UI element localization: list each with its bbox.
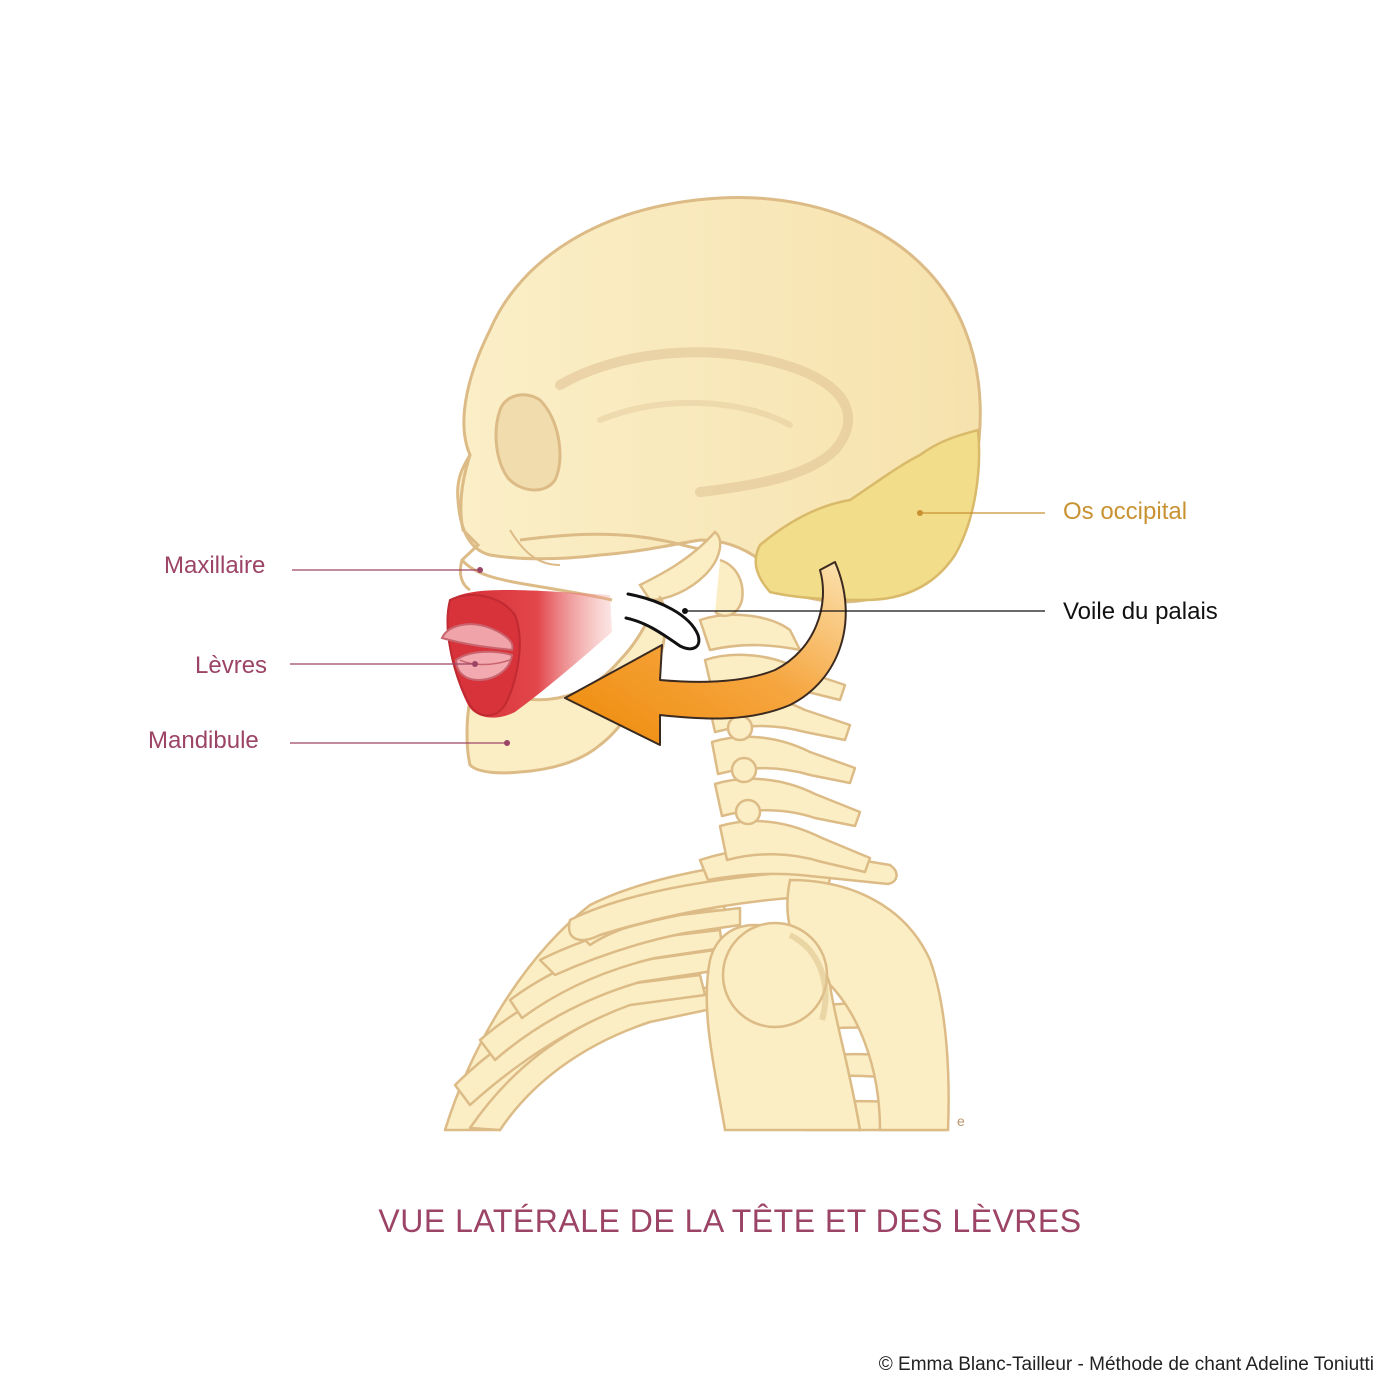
lips: [440, 590, 612, 718]
figure-caption: VUE LATÉRALE DE LA TÊTE ET DES LÈVRES: [378, 1203, 1082, 1239]
copyright-credit: © Emma Blanc-Tailleur - Méthode de chant…: [878, 1354, 1374, 1375]
leader-lines: [290, 510, 1045, 746]
movement-arrow: [564, 561, 847, 746]
label-maxillaire: Maxillaire: [164, 552, 266, 579]
humerus: [705, 921, 862, 1132]
artist-signature: e: [957, 1113, 965, 1129]
skull: [456, 195, 982, 604]
label-os-occipital: Os occipital: [1063, 498, 1188, 525]
soft-palate: [624, 592, 701, 651]
cervical-spine: [698, 613, 872, 874]
label-voile-du-palais: Voile du palais: [1063, 598, 1218, 625]
styloid-process: [638, 530, 722, 602]
occipital-bone: [754, 428, 981, 602]
label-mandibule: Mandibule: [148, 727, 259, 754]
label-levres: Lèvres: [195, 652, 268, 679]
